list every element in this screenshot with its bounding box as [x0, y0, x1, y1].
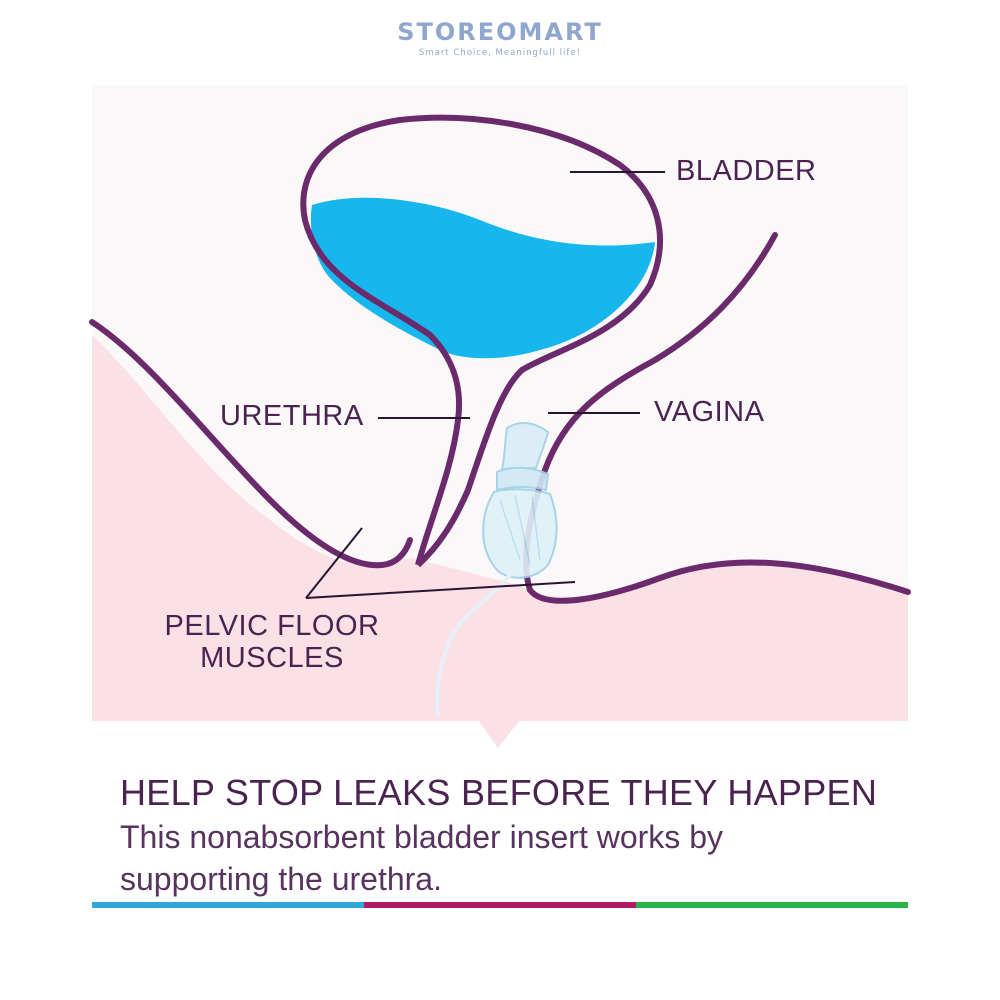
caption-headline: HELP STOP LEAKS BEFORE THEY HAPPEN — [120, 772, 878, 813]
bladder-outline — [300, 114, 663, 568]
brand-tagline: Smart Choice, Meaningfull life! — [418, 48, 582, 58]
accent-bar-blue — [92, 902, 364, 908]
caption-pointer — [478, 720, 520, 748]
label-pelvic-floor: PELVIC FLOOR MUSCLES — [160, 610, 384, 674]
pelvic-leader-right — [305, 581, 576, 599]
label-vagina: VAGINA — [654, 396, 765, 428]
bladder-liquid — [310, 197, 655, 359]
label-pelvic-floor-line2: MUSCLES — [200, 642, 344, 674]
accent-bar-green — [636, 902, 908, 908]
tissue-area — [92, 335, 908, 721]
caption-body: This nonabsorbent bladder insert works b… — [120, 819, 723, 897]
accent-bar-magenta — [364, 902, 636, 908]
label-pelvic-floor-line1: PELVIC FLOOR — [164, 610, 380, 642]
brand-logo: STOREOMART Smart Choice, Meaningfull lif… — [0, 18, 1000, 58]
body-contour-left — [89, 319, 413, 569]
brand-name: STOREOMART — [397, 18, 603, 46]
bladder-insert — [435, 422, 558, 716]
pelvic-leader-left — [305, 527, 363, 599]
insert-string — [435, 573, 512, 716]
label-bladder: BLADDER — [676, 155, 817, 187]
label-urethra: URETHRA — [220, 400, 364, 432]
